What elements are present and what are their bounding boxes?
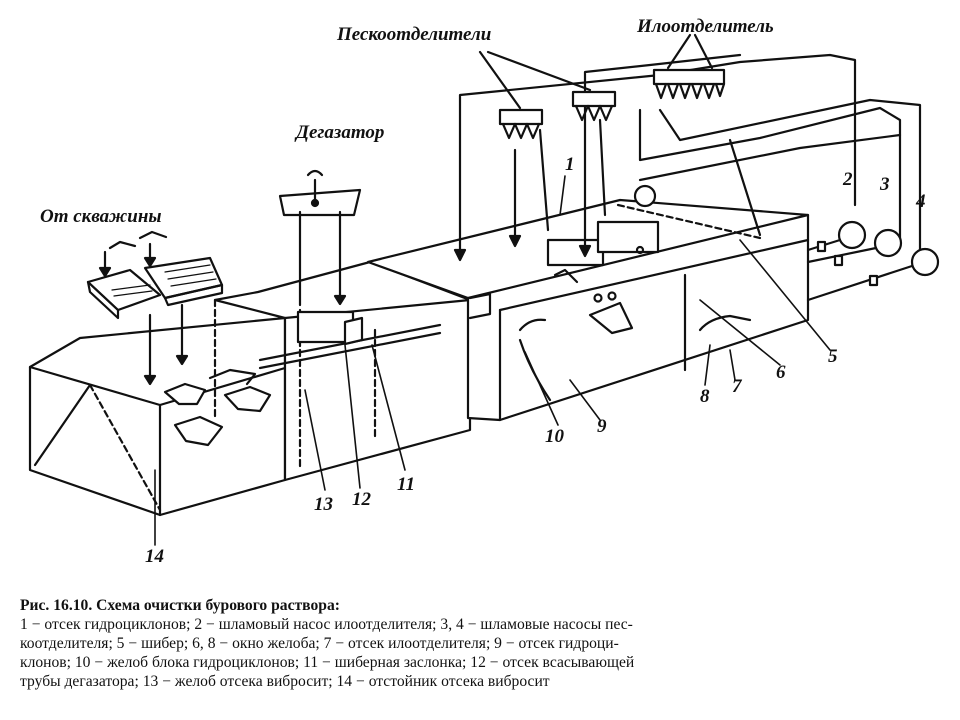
num-3: 3 xyxy=(879,174,890,195)
label-degasser: Дегазатор xyxy=(294,122,384,143)
num-7: 7 xyxy=(732,376,743,397)
shaker-tank xyxy=(28,316,287,517)
caption-line-4: трубы дегазатора; 13 − желоб отсека вибр… xyxy=(20,673,550,690)
num-11: 11 xyxy=(397,474,415,495)
num-14: 14 xyxy=(145,546,164,567)
caption-line-2: коотделителя; 5 − шибер; 6, 8 − окно жел… xyxy=(20,635,619,652)
leader-lines xyxy=(154,175,831,546)
figure-caption: Рис. 16.10. Схема очистки бурового раств… xyxy=(20,596,948,691)
num-1: 1 xyxy=(565,154,575,175)
degasser-unit xyxy=(278,169,362,307)
slurry-pumps xyxy=(806,220,940,302)
label-sand-separators: Пескоотделители xyxy=(336,24,491,45)
num-6: 6 xyxy=(776,362,786,383)
label-from-well: От скважины xyxy=(40,206,162,227)
caption-line-1: 1 − отсек гидроциклонов; 2 − шламовый на… xyxy=(20,616,633,633)
caption-title: Рис. 16.10. Схема очистки бурового раств… xyxy=(20,597,340,614)
drilling-mud-cleaning-diagram: Пескоотделители Илоотделитель Дегазатор … xyxy=(28,16,940,567)
num-2: 2 xyxy=(842,169,853,190)
num-4: 4 xyxy=(915,191,926,212)
silt-separator xyxy=(652,33,726,100)
label-silt-separator: Илоотделитель xyxy=(636,16,774,37)
caption-line-3: клонов; 10 − желоб блока гидроциклонов; … xyxy=(20,654,635,671)
num-9: 9 xyxy=(597,416,607,437)
separator-pipes xyxy=(453,53,922,262)
degasser-block xyxy=(213,260,472,482)
num-13: 13 xyxy=(314,494,333,515)
vibrating-screens xyxy=(86,230,224,386)
num-12: 12 xyxy=(352,489,372,510)
num-10: 10 xyxy=(545,426,565,447)
sand-separators xyxy=(478,50,617,140)
num-8: 8 xyxy=(700,386,710,407)
hydrocyclone-block xyxy=(366,184,810,422)
num-5: 5 xyxy=(828,346,838,367)
